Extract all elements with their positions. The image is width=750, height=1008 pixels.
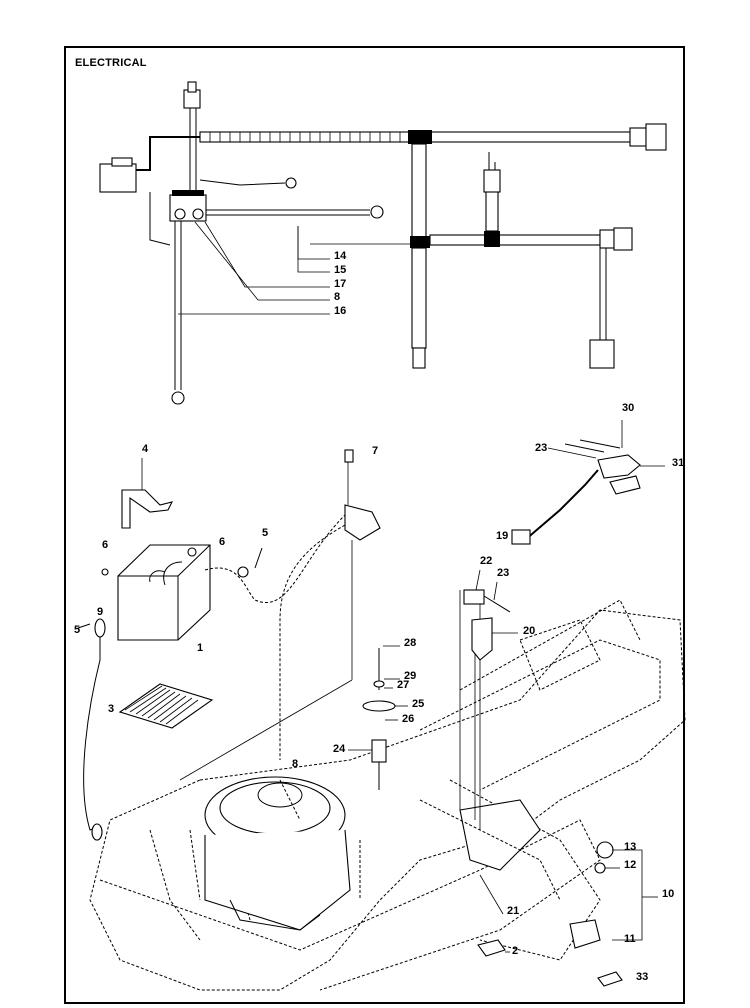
callout-c27: 27 — [397, 679, 409, 691]
callout-c31: 31 — [672, 457, 684, 469]
callout-c23a: 23 — [535, 442, 547, 454]
callout-c5b: 5 — [74, 624, 80, 636]
lead-assembly — [511, 420, 665, 545]
battery-assembly — [77, 449, 381, 841]
callout-c26: 26 — [402, 713, 414, 725]
callout-c17: 17 — [334, 278, 346, 290]
callout-c23b: 23 — [497, 567, 509, 579]
callout-c4: 4 — [142, 443, 149, 455]
callout-c9: 9 — [97, 606, 103, 618]
diagram-frame — [64, 46, 685, 1004]
callout-c2: 2 — [512, 945, 518, 957]
chassis-frame — [89, 569, 686, 991]
callout-c14: 14 — [334, 250, 347, 262]
callout-c11: 11 — [624, 933, 636, 945]
callout-c24: 24 — [333, 743, 346, 755]
callout-c33: 33 — [636, 971, 648, 983]
callout-c3: 3 — [108, 703, 114, 715]
callout-c25: 25 — [412, 698, 424, 710]
callout-c20: 20 — [523, 625, 535, 637]
callout-c15: 15 — [334, 264, 346, 276]
callout-c10: 10 — [662, 888, 674, 900]
callout-c16: 16 — [334, 305, 346, 317]
callout-c12: 12 — [624, 859, 636, 871]
wiring-harness — [99, 81, 667, 405]
callout-c30: 30 — [622, 402, 634, 414]
callout-c8b: 8 — [292, 758, 298, 770]
callout-c19: 19 — [496, 530, 508, 542]
callout-c28: 28 — [404, 637, 416, 649]
callout-c1: 1 — [197, 642, 203, 654]
callout-c5a: 5 — [262, 527, 268, 539]
page-title: ELECTRICAL — [75, 57, 147, 69]
callout-c7: 7 — [372, 445, 378, 457]
callout-c13: 13 — [624, 841, 636, 853]
callout-c21: 21 — [507, 905, 519, 917]
callout-c6a: 6 — [102, 539, 108, 551]
callout-c8a: 8 — [334, 291, 340, 303]
callout-c29: 29 — [404, 670, 416, 682]
callout-c6b: 6 — [219, 536, 225, 548]
callout-c22: 22 — [480, 555, 492, 567]
